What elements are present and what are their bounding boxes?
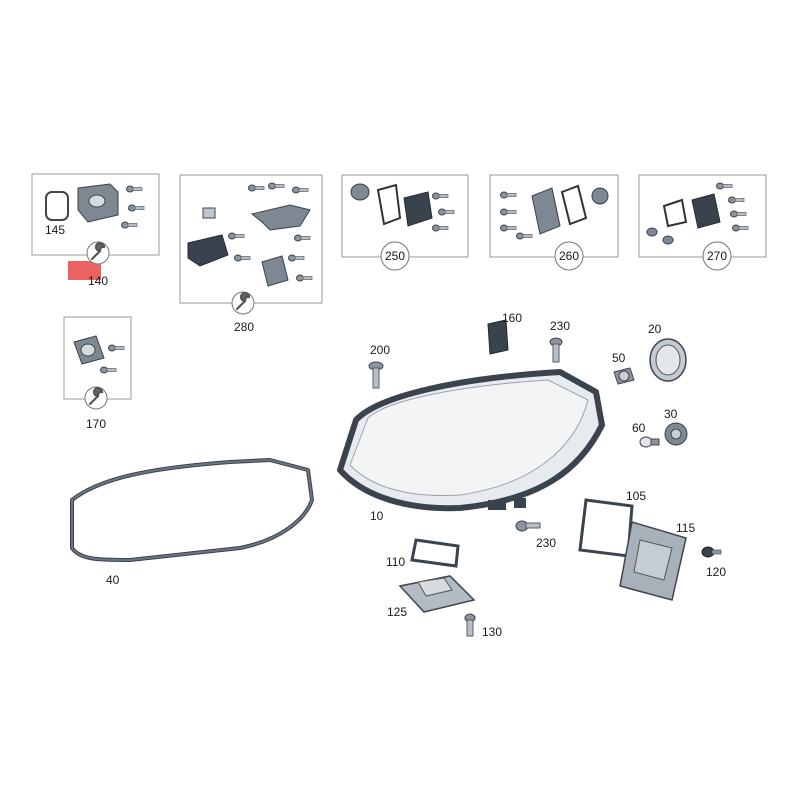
socket-50[interactable] bbox=[613, 367, 635, 385]
gasket-260 bbox=[560, 184, 588, 226]
callout-60: 60 bbox=[632, 421, 646, 435]
module-280 bbox=[187, 234, 229, 267]
module-270 bbox=[691, 193, 721, 229]
bracket-280 bbox=[250, 204, 311, 231]
gasket-105[interactable] bbox=[578, 498, 634, 558]
kit-170-box[interactable] bbox=[63, 316, 132, 400]
callout-250: 250 bbox=[385, 249, 405, 263]
callout-280: 280 bbox=[234, 320, 254, 334]
callout-115: 115 bbox=[676, 521, 695, 535]
bolt-230-bottom[interactable] bbox=[515, 520, 541, 532]
gasket-110[interactable] bbox=[410, 538, 460, 568]
callout-110: 110 bbox=[386, 555, 405, 569]
kit-250-box[interactable] bbox=[341, 174, 469, 258]
callout-120: 120 bbox=[706, 565, 726, 579]
callout-125: 125 bbox=[387, 605, 407, 619]
callout-30: 30 bbox=[664, 407, 678, 421]
callout-230-top: 230 bbox=[550, 319, 570, 333]
callout-50: 50 bbox=[612, 351, 626, 365]
highlight-marker bbox=[68, 261, 101, 280]
bolt-200[interactable] bbox=[368, 361, 384, 389]
callout-145: 145 bbox=[45, 223, 65, 237]
bolt-230-top[interactable] bbox=[549, 337, 563, 363]
callout-10: 10 bbox=[370, 509, 384, 523]
callout-20: 20 bbox=[648, 322, 662, 336]
screw-120[interactable] bbox=[701, 546, 722, 558]
bulb-60[interactable] bbox=[639, 436, 660, 448]
frame-40[interactable] bbox=[70, 458, 314, 562]
control-unit-115[interactable] bbox=[619, 521, 687, 601]
callout-170: 170 bbox=[86, 417, 106, 431]
module-250 bbox=[403, 191, 433, 227]
cap-20[interactable] bbox=[649, 338, 687, 382]
callout-230-bottom: 230 bbox=[536, 536, 556, 550]
callout-140: 140 bbox=[88, 274, 108, 288]
callout-105: 105 bbox=[626, 489, 646, 503]
callout-130: 130 bbox=[482, 625, 502, 639]
module-125[interactable] bbox=[398, 575, 476, 613]
kit-260-box[interactable] bbox=[489, 174, 619, 258]
wrench-icon bbox=[85, 240, 111, 266]
wrench-icon bbox=[230, 290, 256, 316]
callout-200: 200 bbox=[370, 343, 390, 357]
callout-40: 40 bbox=[106, 573, 120, 587]
headlamp-housing[interactable] bbox=[337, 369, 605, 512]
kit-270-box[interactable] bbox=[638, 174, 767, 258]
gasket-250 bbox=[376, 183, 402, 226]
callout-260: 260 bbox=[559, 249, 579, 263]
kit-280-box[interactable] bbox=[179, 174, 323, 304]
callout-270: 270 bbox=[707, 249, 727, 263]
wrench-icon bbox=[83, 385, 109, 411]
pad-160[interactable] bbox=[487, 319, 509, 355]
seal-145 bbox=[45, 191, 69, 221]
bolt-130[interactable] bbox=[464, 613, 476, 637]
socket-30[interactable] bbox=[664, 422, 688, 446]
plate-260 bbox=[531, 187, 561, 235]
callout-160: 160 bbox=[502, 311, 522, 325]
